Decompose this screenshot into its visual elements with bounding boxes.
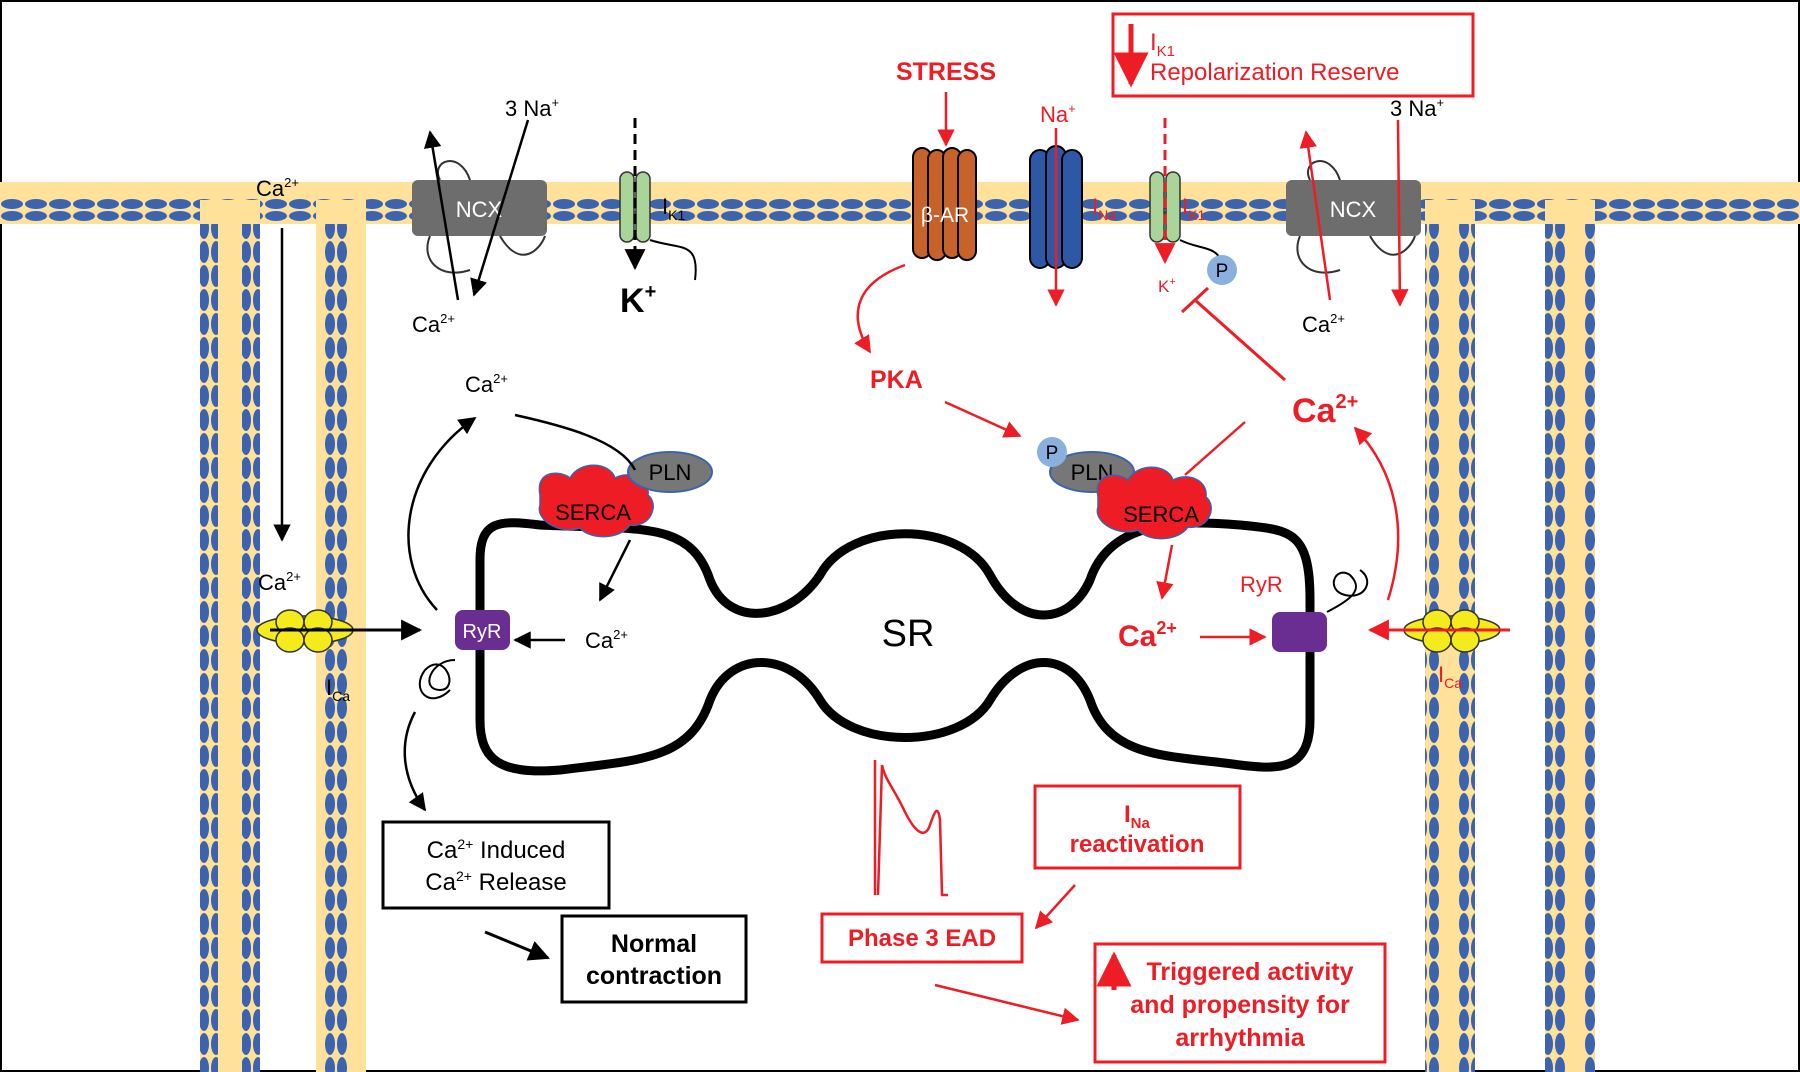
sr-outline [475, 518, 1315, 776]
ina-channel [1029, 145, 1083, 269]
p-channel-label: P [1216, 261, 1229, 282]
normal-line2: contraction [586, 962, 722, 990]
ryr-right-to-ca-arrow [1353, 426, 1400, 601]
ina-react-label: INa [1124, 801, 1151, 832]
ina-reactivation-box: INa reactivation [1033, 784, 1242, 870]
cicr-to-contraction-arrow [484, 930, 550, 961]
ead-to-triggered-arrow [934, 983, 1080, 1025]
cicr-line1: Ca2+ Induced [427, 836, 566, 864]
serca-right-label: SERCA [1123, 502, 1199, 527]
ca-ncx-right: Ca2+ [1302, 311, 1345, 337]
ryr-to-cicr-arrow [403, 711, 427, 812]
ik1-left-label: IK1 [662, 194, 685, 223]
serca-right-to-ca-arrow [1156, 544, 1174, 600]
ca-cytosol-left: Ca2+ [465, 371, 508, 397]
triggered-line1: Triggered activity [1146, 958, 1353, 986]
pka-label: PKA [870, 366, 923, 394]
pka-to-pln-arrow [944, 400, 1022, 438]
pln-left: PLN [627, 451, 713, 493]
phase3-label: Phase 3 EAD [848, 925, 996, 952]
repolarization-label: Repolarization Reserve [1150, 59, 1399, 86]
p-pln-label: P [1046, 443, 1059, 464]
sr-label: SR [882, 613, 935, 655]
cicr-line2: Ca2+ Release [425, 868, 566, 896]
ncx-left-label: NCX [456, 197, 503, 222]
normal-line1: Normal [611, 930, 697, 958]
beta-ar-receptor: β-AR [912, 147, 977, 261]
ica-left-label: ICa [326, 675, 350, 704]
ryr-left-label: RyR [463, 621, 502, 643]
ryr-left: RyR [418, 610, 510, 700]
ik1-right-label: IK1 [1182, 194, 1205, 223]
ca-to-serca-right-line [1184, 421, 1246, 476]
ncx-right: NCX [1286, 160, 1421, 274]
ca-inhibits-ik1-line [1194, 298, 1286, 382]
reactivation-to-ead-arrow [1034, 884, 1076, 930]
ttubule-right2-beads [1545, 224, 1595, 1072]
ttubule-left-beads-a [200, 224, 218, 1072]
beta-ar-label: β-AR [921, 204, 969, 227]
beta-ar-to-pka-arrow [854, 263, 906, 354]
ryr-to-ca-arrow [407, 416, 477, 611]
ncx-right-na-arrow [1391, 119, 1409, 307]
stress-label: STRESS [896, 58, 996, 86]
pln-left-label: PLN [649, 460, 692, 485]
ca-inhibits-ik1-bar [1180, 286, 1210, 314]
ncx-right-ca-arrow [1299, 130, 1332, 301]
ca-big-right: Ca2+ [1292, 391, 1358, 430]
ik1-box-label: IK1 [1150, 29, 1175, 60]
ca-to-serca-line [514, 413, 637, 471]
ik1-channel-left [619, 171, 697, 281]
triggered-line3: arrhythmia [1175, 1024, 1305, 1052]
ryr-right-label: RyR [1240, 572, 1283, 597]
ica-channel-right [1403, 609, 1501, 653]
ica-right-label: ICa [1438, 662, 1462, 691]
ina-label: INa [1092, 194, 1116, 223]
ttubule-left-beads-b [242, 224, 260, 1072]
ca-ncx-left: Ca2+ [412, 311, 455, 337]
plasma-membrane [0, 182, 1800, 1072]
k-ion-left: K+ [620, 281, 656, 320]
ca-membrane-left: Ca2+ [258, 569, 301, 595]
serca-left-label: SERCA [555, 500, 631, 525]
ncx-left-na-arrow [470, 119, 530, 297]
ina-react-word: reactivation [1070, 831, 1205, 858]
normal-contraction-box: Normal contraction [560, 914, 748, 1004]
ca-top-left: Ca2+ [256, 175, 299, 201]
triggered-activity-box: Triggered activity and propensity for ar… [1093, 942, 1387, 1064]
three-na-left: 3 Na+ [505, 95, 559, 121]
ryr-right [1272, 569, 1369, 652]
phospho-channel: P [1207, 255, 1237, 285]
phase3-ead-box: Phase 3 EAD [820, 912, 1024, 964]
ncx-left-ca-arrow [423, 130, 460, 301]
ik1-repolarization-box: IK1 Repolarization Reserve [1111, 12, 1475, 98]
ca-sr-left: Ca2+ [585, 627, 628, 653]
cicr-box: Ca2+ Induced Ca2+ Release [381, 820, 611, 910]
serca-to-sr-arrow [598, 539, 632, 602]
ncx-left: NCX [412, 160, 547, 274]
serca-right: SERCA [1096, 466, 1212, 540]
action-potential-trace [873, 760, 948, 897]
ca-sr-right: Ca2+ [1118, 618, 1177, 653]
ncx-right-label: NCX [1330, 197, 1377, 222]
serca-left: SERCA [538, 464, 654, 538]
phospho-pln: P [1037, 437, 1067, 467]
three-na-right: 3 Na+ [1390, 95, 1444, 121]
na-plus-label: Na+ [1040, 101, 1076, 127]
k-right-label: K+ [1158, 276, 1176, 296]
triggered-line2: and propensity for [1130, 991, 1350, 1019]
ttubule-left-inner [218, 224, 242, 1072]
